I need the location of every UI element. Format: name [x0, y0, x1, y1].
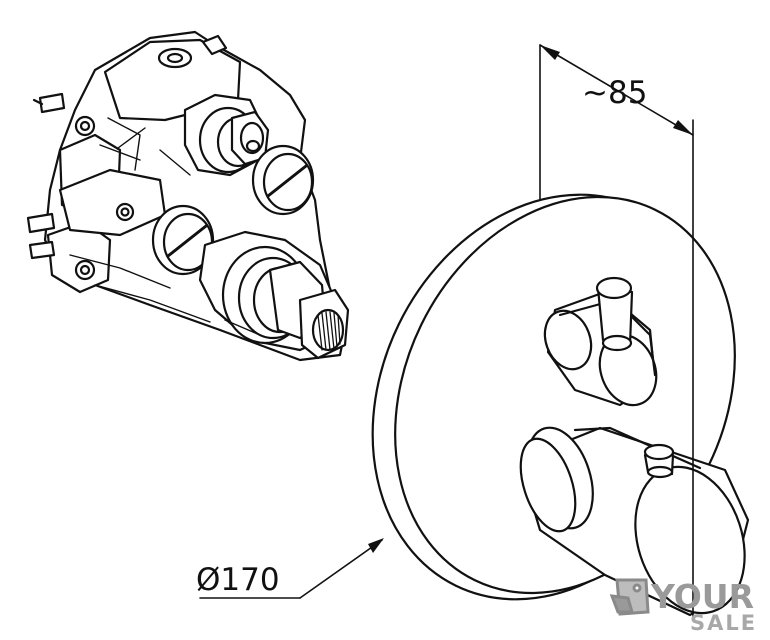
- hand-tag-icon: [609, 578, 650, 616]
- valve-body: [26, 30, 350, 362]
- watermark-word-your: YOUR: [650, 577, 754, 616]
- left-stud-low: [28, 240, 56, 260]
- dimension-arrows: [368, 45, 693, 553]
- mixer-escutcheon: [371, 193, 750, 617]
- left-stud-mid: [26, 212, 56, 234]
- watermark-word-sale: SALE: [690, 611, 757, 635]
- diameter-dimension-label: Ø170: [196, 562, 280, 598]
- dimension-lines: [199, 44, 694, 621]
- diverter-knob: [543, 276, 658, 407]
- depth-dimension-label: ~85: [582, 75, 647, 111]
- watermark-logo: YOUR SALE: [609, 577, 757, 635]
- left-stud-top: [38, 92, 66, 114]
